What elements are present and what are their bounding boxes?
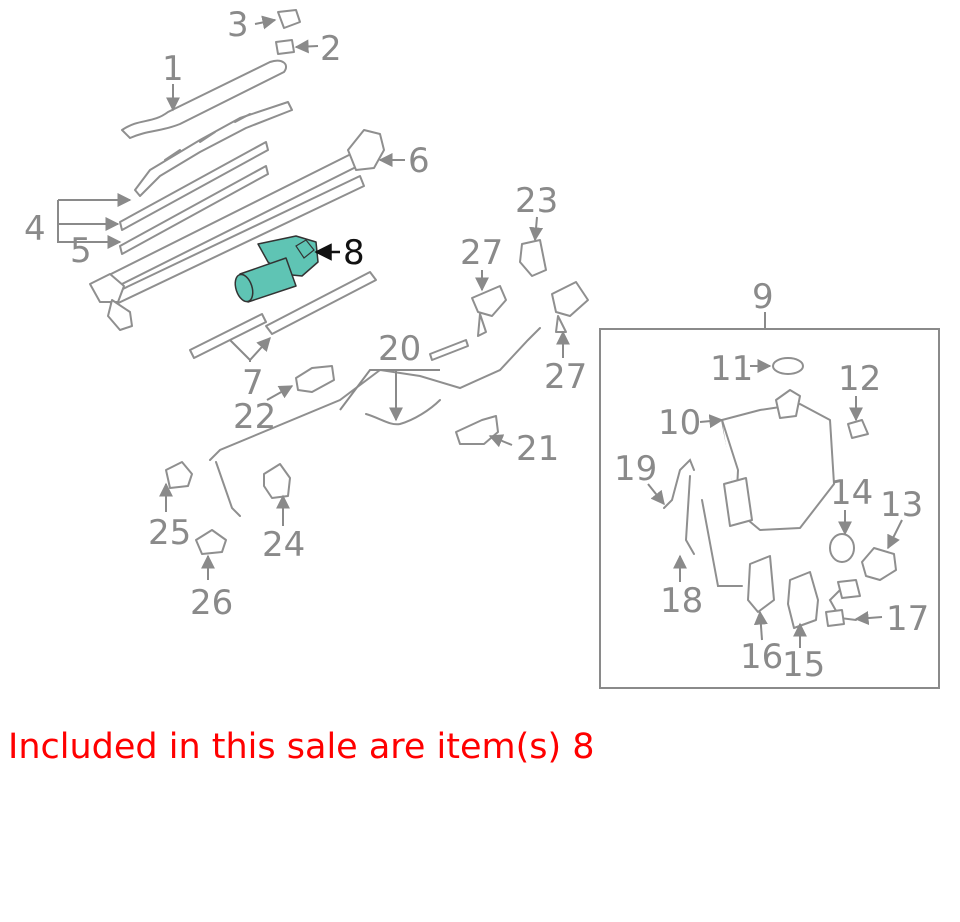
part-16-bracket — [747, 555, 775, 613]
callout-2: 2 — [320, 29, 342, 69]
part-27-washer-nozzle-right — [551, 281, 589, 333]
callout-21: 21 — [516, 429, 559, 469]
part-1-wiper-arm — [121, 59, 288, 139]
part-11-filler-cap — [772, 357, 804, 375]
part-24-bracket — [263, 463, 291, 499]
part-2-nut — [275, 39, 295, 55]
parts-diagram: 3 2 1 6 4 5 8 7 23 27 27 20 22 21 25 24 … — [24, 5, 940, 689]
reservoir-assembly-box — [599, 328, 940, 689]
sale-note: Included in this sale are item(s) 8 — [8, 727, 595, 767]
callout-26: 26 — [190, 583, 233, 623]
part-20-washer-hose — [209, 327, 541, 517]
callout-27-left: 27 — [460, 233, 503, 273]
callout-8: 8 — [343, 233, 365, 273]
callout-18: 18 — [660, 581, 703, 621]
callout-5: 5 — [70, 231, 92, 271]
callout-17: 17 — [886, 599, 929, 639]
part-19-hose — [663, 458, 695, 509]
part-21-check-valve — [455, 415, 499, 445]
part-washer-pump — [723, 477, 753, 527]
part-7-connecting-rods — [189, 271, 377, 359]
callout-24: 24 — [262, 525, 305, 565]
part-22-hose-connector — [295, 365, 335, 393]
part-25-clip — [165, 461, 193, 489]
callout-1: 1 — [162, 49, 184, 89]
callout-13: 13 — [880, 485, 923, 525]
part-26-clip — [195, 529, 227, 555]
part-4-wiper-blade — [134, 101, 293, 197]
part-8-wiper-motor — [234, 235, 319, 303]
callout-6: 6 — [408, 141, 430, 181]
callout-10: 10 — [658, 403, 701, 443]
callout-12: 12 — [838, 359, 881, 399]
part-5-blade-refill — [119, 141, 269, 255]
part-13-level-sensor — [861, 547, 897, 581]
part-23-clip — [519, 239, 547, 277]
part-17-wiring — [825, 579, 861, 627]
callout-20: 20 — [378, 329, 421, 369]
part-10-washer-reservoir — [721, 389, 835, 531]
callout-25: 25 — [148, 513, 191, 553]
part-3-cap — [277, 9, 301, 29]
callout-27-right: 27 — [544, 357, 587, 397]
callout-14: 14 — [830, 473, 873, 513]
part-14-grommet — [829, 533, 855, 563]
callout-7: 7 — [242, 363, 264, 403]
callout-23: 23 — [515, 181, 558, 221]
callout-15: 15 — [782, 645, 825, 685]
callout-19: 19 — [614, 449, 657, 489]
part-27-washer-nozzle — [471, 285, 507, 337]
callout-22: 22 — [233, 397, 276, 437]
part-15-relay — [787, 571, 819, 629]
part-12-seal — [847, 419, 869, 439]
callout-4: 4 — [24, 209, 46, 249]
part-18-hose — [684, 475, 743, 587]
callout-9: 9 — [752, 277, 774, 317]
callout-16: 16 — [740, 637, 783, 677]
callout-3: 3 — [227, 5, 249, 45]
part-6-wiper-linkage — [89, 129, 385, 331]
callout-11: 11 — [710, 349, 753, 389]
